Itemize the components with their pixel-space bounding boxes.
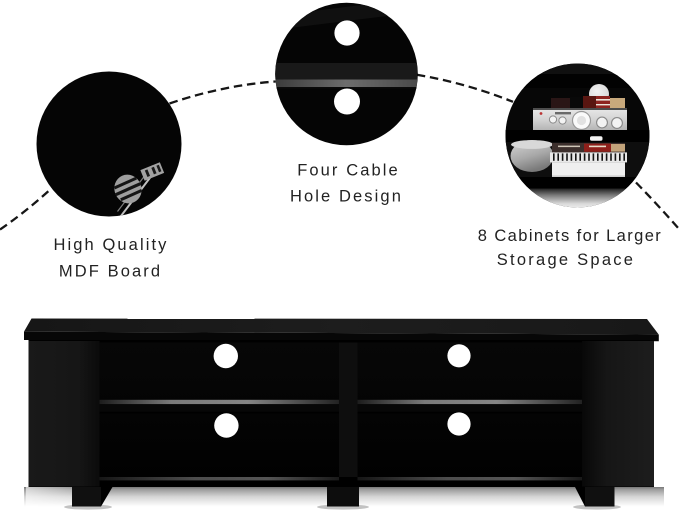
svg-text:High Quality: High Quality [53, 236, 168, 254]
svg-text:Four Cable: Four Cable [297, 162, 400, 180]
svg-text:MDF Board: MDF Board [59, 263, 162, 281]
svg-text:Hole Design: Hole Design [290, 188, 403, 206]
svg-text:8 Cabinets for Larger: 8 Cabinets for Larger [478, 227, 662, 245]
svg-text:Storage Space: Storage Space [497, 251, 635, 269]
